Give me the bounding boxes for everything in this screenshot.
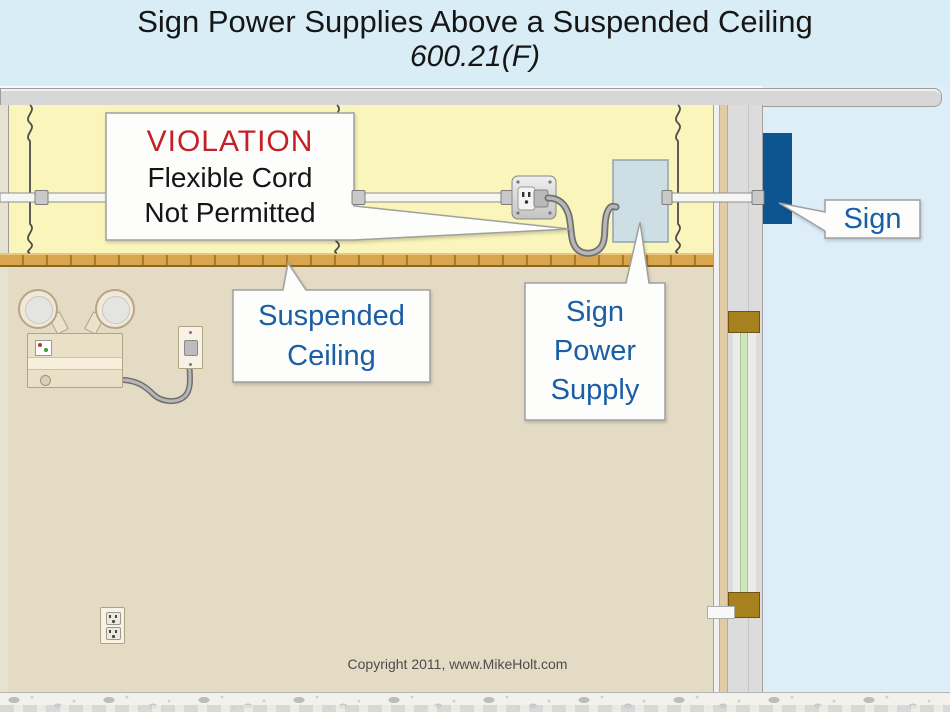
page-title: Sign Power Supplies Above a Suspended Ce… xyxy=(0,4,950,73)
plate-screw xyxy=(189,331,192,334)
wall-interior-face xyxy=(714,105,719,692)
copyright-notice: Copyright 2011, www.MikeHolt.com xyxy=(347,656,568,672)
unit-stripe xyxy=(28,357,122,370)
sign-power-supply-callout: Sign Power Supply xyxy=(525,283,665,420)
emergency-light-plug xyxy=(184,340,198,356)
suspended-ceiling-callout: Suspended Ceiling xyxy=(233,290,430,382)
interior-sill-trim xyxy=(707,606,735,619)
suspended-ceiling-label-line-1: Suspended xyxy=(258,300,405,332)
sign-power-supply-box xyxy=(612,159,669,243)
test-button xyxy=(40,375,51,386)
violation-callout: VIOLATION Flexible Cord Not Permitted xyxy=(106,113,354,240)
sign-label: Sign xyxy=(843,203,902,235)
outdoor-sky xyxy=(763,86,950,692)
receptacle-face xyxy=(517,186,536,211)
flexible-cord xyxy=(544,194,620,257)
sign-callout: Sign xyxy=(825,200,920,238)
hanger-wire-left xyxy=(27,104,33,254)
baseboard-receptacle xyxy=(100,607,125,644)
emergency-light-unit xyxy=(27,333,123,388)
hanger-wire-right xyxy=(675,104,681,254)
title-band xyxy=(0,0,950,88)
title-line-1: Sign Power Supplies Above a Suspended Ce… xyxy=(137,4,813,39)
red-indicator-dot xyxy=(38,343,42,347)
violation-heading: VIOLATION xyxy=(146,124,314,158)
title-code-reference: 600.21(F) xyxy=(409,40,541,73)
conduit-coupling-2 xyxy=(351,190,366,205)
wall-receptacle xyxy=(178,326,203,369)
emergency-lamp-head-left xyxy=(18,289,58,329)
emergency-light-cord xyxy=(121,352,193,404)
receptacle-face xyxy=(106,612,121,625)
sign-power-supply-label-line-1: Sign xyxy=(565,296,625,328)
box-connector-supply xyxy=(661,190,673,205)
violation-text-line-2: Not Permitted xyxy=(144,196,316,228)
window-glass xyxy=(740,333,748,592)
conduit-coupling xyxy=(34,190,49,205)
suspended-ceiling-callout-bubble xyxy=(232,261,431,383)
suspended-ceiling-grid xyxy=(0,253,713,267)
wall-stud-strip xyxy=(719,105,728,692)
emergency-lamp-head-right xyxy=(95,289,135,329)
sign-power-supply-label-line-3: Supply xyxy=(550,374,640,406)
lamp-lens xyxy=(102,296,130,324)
floor-edge-texture xyxy=(0,705,950,712)
box-connector-sign xyxy=(751,190,765,205)
status-indicator xyxy=(35,340,52,356)
sign-power-supply-callout-bubble xyxy=(524,221,666,421)
window-head-block xyxy=(728,311,760,333)
violation-text-line-1: Flexible Cord xyxy=(147,161,313,193)
box-connector-left xyxy=(500,190,514,205)
suspended-ceiling-label-line-2: Ceiling xyxy=(287,340,376,372)
plenum-receptacle-box xyxy=(511,175,557,220)
sign-power-supply-label-line-2: Power xyxy=(553,335,637,367)
violation-callout-bubble xyxy=(105,112,571,241)
emt-conduit-to-sign xyxy=(665,192,765,203)
lamp-lens xyxy=(25,296,53,324)
receptacle-face xyxy=(106,627,121,640)
plate-screw xyxy=(189,363,192,366)
green-indicator-dot xyxy=(44,348,48,352)
sign-callout-bubble xyxy=(778,199,921,239)
window-sill-block xyxy=(728,592,760,618)
